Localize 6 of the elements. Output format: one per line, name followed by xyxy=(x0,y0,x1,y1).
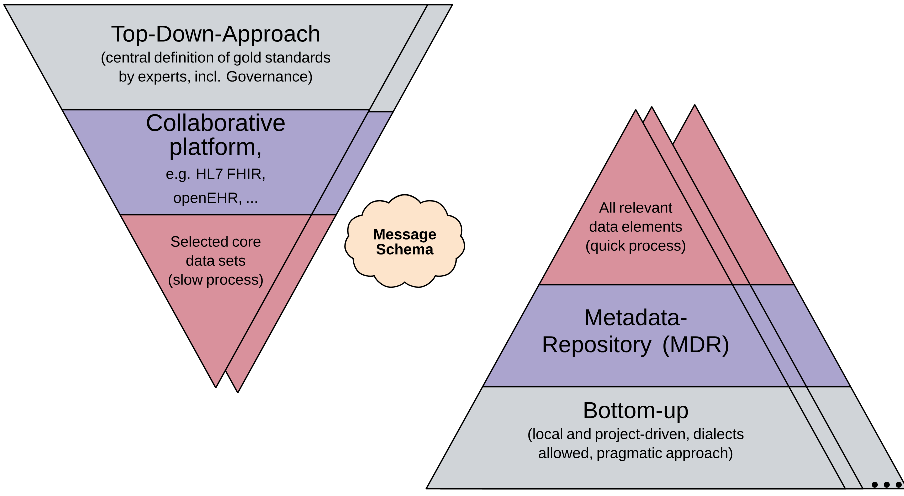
layer-band: Top-Down-Approach (central definition of gold standards by experts, incl. Governance) xyxy=(4,4,428,111)
layer-band: Metadata-Repository (MDR) xyxy=(482,284,790,388)
layer-band: All relevant data elements (quick process) xyxy=(538,109,734,286)
layer-band: Bottom-up (local and project-driven, dialects allowed, pragmatic approach) xyxy=(426,386,846,490)
layer-band: Selected core data sets (slow process) xyxy=(120,214,312,389)
layer-band: Collaborative platform, e.g. HL7 FHIR, openEHR, ... xyxy=(62,109,370,216)
